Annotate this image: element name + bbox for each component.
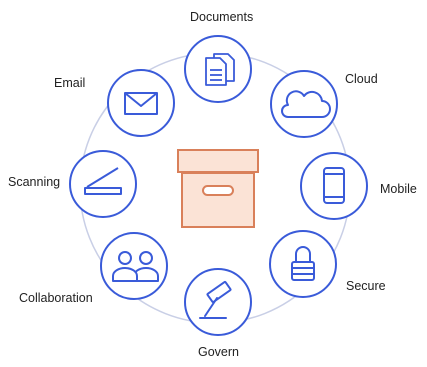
scanner-icon — [84, 167, 122, 195]
documents-icon — [205, 53, 235, 86]
cloud-icon — [281, 90, 331, 118]
node-cloud — [270, 70, 338, 138]
envelope-icon — [124, 92, 158, 115]
gavel-icon — [199, 280, 232, 319]
label-collaboration: Collaboration — [19, 291, 93, 305]
label-cloud: Cloud — [345, 72, 378, 86]
archive-box-icon — [177, 149, 259, 228]
node-documents — [184, 35, 252, 103]
people-icon — [112, 251, 159, 282]
node-email — [107, 69, 175, 137]
padlock-icon — [291, 246, 315, 281]
node-collaboration — [100, 232, 168, 300]
node-govern — [184, 268, 252, 336]
node-scanning — [69, 150, 137, 218]
mobile-phone-icon — [323, 167, 345, 204]
label-email: Email — [54, 76, 86, 90]
node-mobile — [300, 152, 368, 220]
label-scanning: Scanning — [8, 175, 61, 189]
label-secure: Secure — [346, 279, 386, 293]
label-mobile: Mobile — [380, 182, 417, 196]
label-documents: Documents — [190, 10, 254, 24]
label-govern: Govern — [198, 345, 239, 359]
node-secure — [269, 230, 337, 298]
